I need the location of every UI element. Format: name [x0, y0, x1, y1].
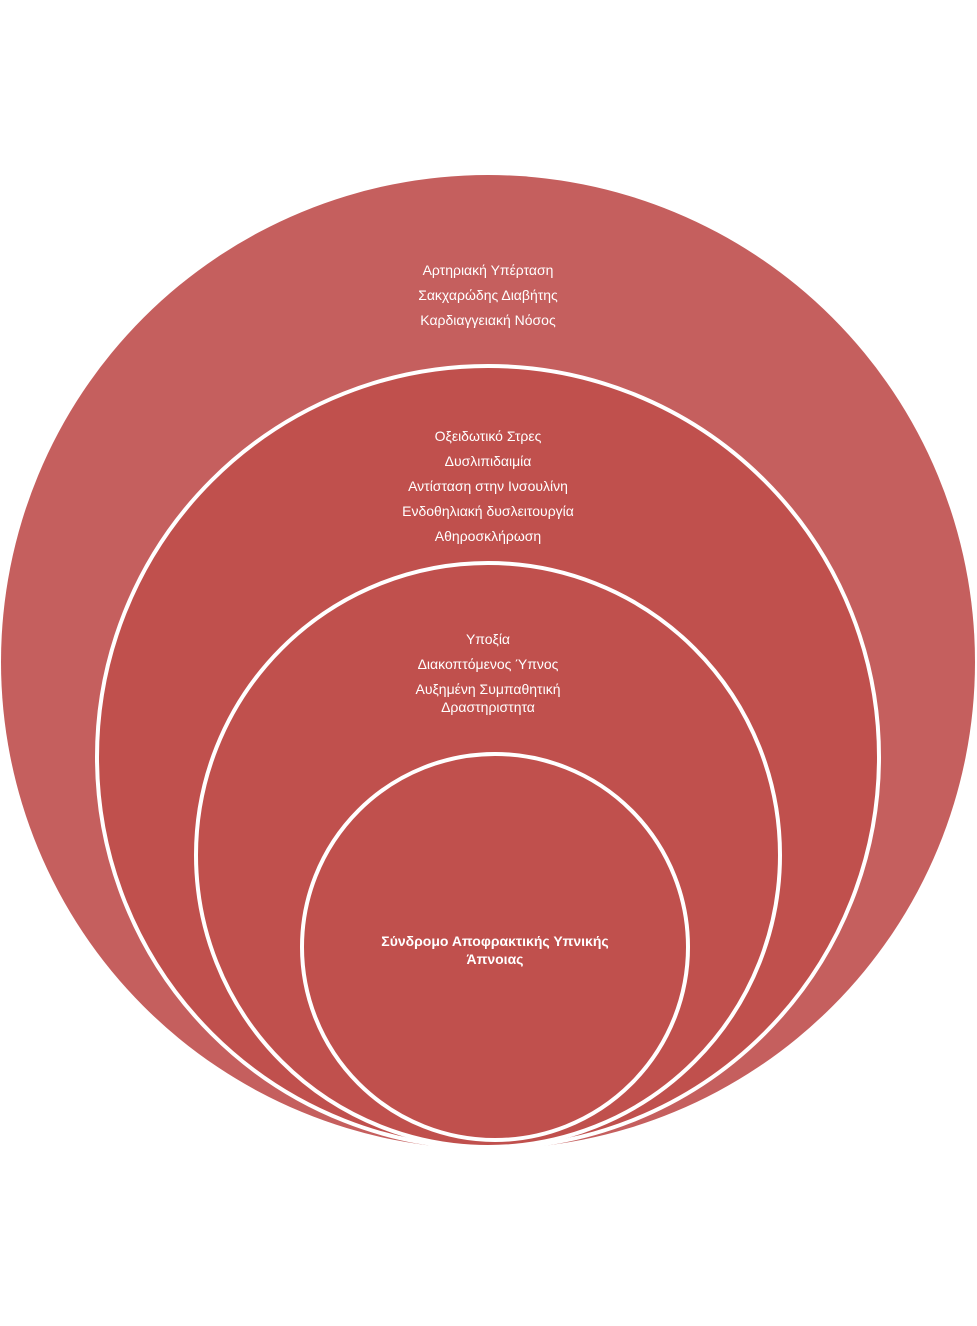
second-line-3: Αντίσταση στην Ινσουλίνη [408, 478, 568, 494]
core-line-1: Σύνδρομο Αποφρακτικής Υπνικής Άπνοιας [381, 933, 609, 967]
second-line-5: Αθηροσκλήρωση [434, 528, 542, 544]
third-line-3: Αυξημένη Συμπαθητική Δραστηριστητα [415, 681, 561, 715]
core-circle [300, 752, 690, 1142]
second-line-1: Οξειδωτικό Στρες [434, 428, 542, 444]
second-line-4: Ενδοθηλιακή δυσλειτουργία [402, 503, 574, 519]
outer-line-1: Αρτηριακή Υπέρταση [422, 262, 554, 278]
second-line-2: Δυσλιπιδαιμία [444, 453, 532, 469]
outer-ring-text: Αρτηριακή Υπέρταση Σακχαρώδης Διαβήτης Κ… [288, 258, 688, 333]
second-ring-text: Οξειδωτικό Στρες Δυσλιπιδαιμία Αντίσταση… [288, 424, 688, 549]
outer-line-2: Σακχαρώδης Διαβήτης [418, 287, 558, 303]
third-line-2: Διακοπτόμενος Ύπνος [417, 656, 559, 672]
core-label: Σύνδρομο Αποφρακτικής Υπνικής Άπνοιας [368, 932, 622, 968]
third-ring-text: Υποξία Διακοπτόμενος Ύπνος Αυξημένη Συμπ… [383, 627, 593, 716]
third-line-1: Υποξία [465, 631, 511, 647]
outer-line-3: Καρδιαγγειακή Νόσος [420, 312, 556, 328]
